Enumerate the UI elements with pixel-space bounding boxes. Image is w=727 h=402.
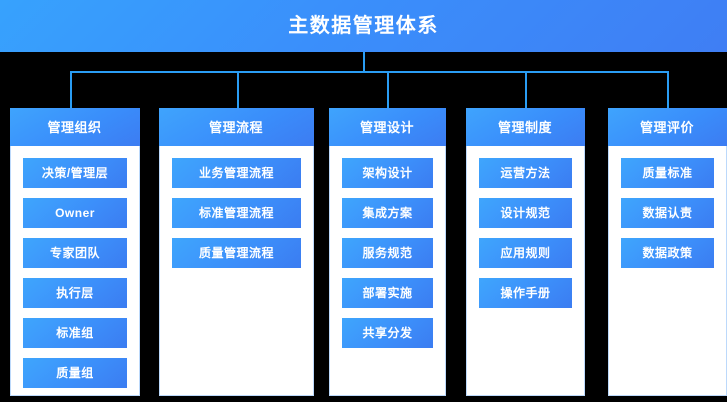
- item-pill-label: 决策/管理层: [41, 166, 109, 180]
- item-pill-label: 质量管理流程: [198, 246, 274, 260]
- item-pill-label: 标准管理流程: [198, 206, 274, 220]
- column-header-label: 管理设计: [359, 119, 414, 135]
- diagram-title-bar: 主数据管理体系: [0, 0, 727, 52]
- page-title: 主数据管理体系: [288, 15, 439, 37]
- item-pill-label: 运营方法: [500, 166, 551, 180]
- column-item-list-5: 质量标准数据认责数据政策: [609, 146, 726, 268]
- column-header-3[interactable]: 管理设计: [328, 108, 446, 146]
- item-pill-label: 质量标准: [642, 166, 693, 180]
- item-pill-label: 标准组: [56, 326, 94, 340]
- column-header-5[interactable]: 管理评价: [607, 108, 727, 146]
- item-pill[interactable]: 质量标准: [621, 158, 714, 188]
- item-pill[interactable]: 专家团队: [23, 238, 127, 268]
- column-4[interactable]: 管理制度运营方法设计规范应用规则操作手册: [465, 108, 585, 396]
- item-pill-label: 架构设计: [362, 166, 413, 180]
- item-pill[interactable]: 业务管理流程: [172, 158, 301, 188]
- item-pill-label: Owner: [55, 206, 95, 220]
- connector-drop-1: [70, 71, 72, 108]
- item-pill-label: 部署实施: [362, 286, 413, 300]
- item-pill[interactable]: 质量管理流程: [172, 238, 301, 268]
- column-header-4[interactable]: 管理制度: [465, 108, 585, 146]
- item-pill-label: 专家团队: [49, 246, 100, 260]
- item-pill-label: 执行层: [56, 286, 94, 300]
- column-2[interactable]: 管理流程业务管理流程标准管理流程质量管理流程: [158, 108, 314, 396]
- item-pill-label: 操作手册: [500, 286, 551, 300]
- item-pill-label: 集成方案: [362, 206, 413, 220]
- item-pill[interactable]: 标准组: [23, 318, 127, 348]
- column-header-label: 管理制度: [497, 119, 552, 135]
- item-pill-label: 质量组: [56, 366, 94, 380]
- item-pill-label: 数据政策: [642, 246, 693, 260]
- item-pill-label: 设计规范: [500, 206, 551, 220]
- item-pill[interactable]: 数据认责: [621, 198, 714, 228]
- item-pill[interactable]: 标准管理流程: [172, 198, 301, 228]
- item-pill-label: 服务规范: [362, 246, 413, 260]
- column-5[interactable]: 管理评价质量标准数据认责数据政策: [607, 108, 727, 396]
- item-pill[interactable]: 执行层: [23, 278, 127, 308]
- connector-drop-4: [525, 71, 527, 108]
- column-item-list-2: 业务管理流程标准管理流程质量管理流程: [160, 146, 313, 268]
- column-header-label: 管理组织: [47, 119, 102, 135]
- item-pill[interactable]: 设计规范: [479, 198, 572, 228]
- connector-drop-5: [667, 71, 669, 108]
- column-item-list-4: 运营方法设计规范应用规则操作手册: [467, 146, 584, 308]
- item-pill-label: 数据认责: [642, 206, 693, 220]
- column-3[interactable]: 管理设计架构设计集成方案服务规范部署实施共享分发: [328, 108, 446, 396]
- item-pill-label: 应用规则: [500, 246, 551, 260]
- item-pill-label: 业务管理流程: [198, 166, 274, 180]
- column-header-1[interactable]: 管理组织: [9, 108, 140, 146]
- item-pill[interactable]: 决策/管理层: [23, 158, 127, 188]
- item-pill-label: 共享分发: [362, 326, 413, 340]
- item-pill[interactable]: 服务规范: [342, 238, 433, 268]
- item-pill[interactable]: Owner: [23, 198, 127, 228]
- column-1[interactable]: 管理组织决策/管理层 Owner 专家团队执行层标准组质量组: [9, 108, 140, 396]
- connector-drop-3: [387, 71, 389, 108]
- item-pill[interactable]: 质量组: [23, 358, 127, 388]
- column-header-label: 管理评价: [639, 119, 694, 135]
- item-pill[interactable]: 部署实施: [342, 278, 433, 308]
- connector-drop-2: [237, 71, 239, 108]
- column-item-list-3: 架构设计集成方案服务规范部署实施共享分发: [330, 146, 445, 348]
- column-header-label: 管理流程: [208, 119, 263, 135]
- item-pill[interactable]: 操作手册: [479, 278, 572, 308]
- item-pill[interactable]: 集成方案: [342, 198, 433, 228]
- item-pill[interactable]: 应用规则: [479, 238, 572, 268]
- item-pill[interactable]: 运营方法: [479, 158, 572, 188]
- column-item-list-1: 决策/管理层 Owner 专家团队执行层标准组质量组: [11, 146, 139, 388]
- item-pill[interactable]: 共享分发: [342, 318, 433, 348]
- connector-stem-vertical: [363, 52, 365, 73]
- connector-horizontal-bus: [70, 71, 668, 73]
- item-pill[interactable]: 架构设计: [342, 158, 433, 188]
- item-pill[interactable]: 数据政策: [621, 238, 714, 268]
- column-header-2[interactable]: 管理流程: [158, 108, 314, 146]
